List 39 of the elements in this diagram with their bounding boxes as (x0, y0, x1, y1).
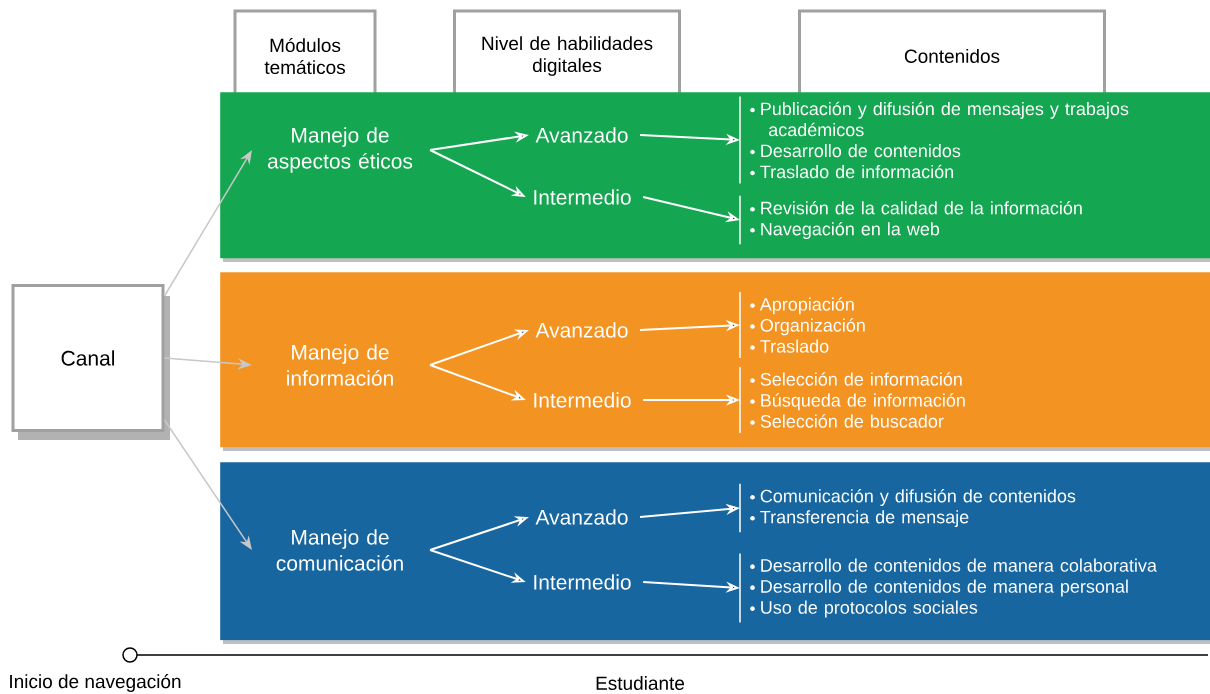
content-list: Comunicación y difusión de contenidos Transferencia de mensaje (739, 483, 1076, 533)
node-label: Desarrollo de contenidos de manera colaborativa (761, 558, 1157, 572)
content-list: Desarrollo de contenidos de manera colaborativa Desarrollo de contenidos de manera personal Uso de protocolos sociales (739, 552, 1157, 624)
node-label: Apropiación (759, 297, 854, 315)
node-label: Traslado (760, 339, 829, 353)
module-label: Manejo de información (287, 344, 393, 386)
channel-box: Canal (11, 284, 170, 440)
content-list: Revisión de la calidad de la información Navegación en la web (739, 195, 1082, 245)
level-label: Avanzado (535, 127, 628, 143)
band (220, 462, 1210, 644)
node-label: Transferencia de mensaje (760, 510, 969, 527)
level-label: Intermedio (534, 189, 631, 205)
arrow (163, 419, 252, 550)
node-label: Organización (760, 318, 865, 336)
node-label: Publicación y difusión de mensajes y trabajos académicos (761, 101, 1129, 137)
node-label: Selección de información (760, 372, 962, 386)
module-label: Manejo de comunicación (276, 529, 403, 571)
column-header: Módulos temáticos (233, 9, 377, 103)
content-list: Apropiación Organización Traslado (739, 291, 865, 359)
node-label: Desarrollo de contenidos (761, 143, 961, 158)
level-label: Intermedio (534, 392, 631, 408)
node-label: Selección de buscador (760, 414, 944, 428)
module-label: Manejo de aspectos éticos (267, 127, 413, 173)
level-label: Avanzado (535, 322, 628, 338)
node-label: Desarrollo de contenidos de manera personal (761, 579, 1128, 597)
node-label: Búsqueda de información (761, 393, 965, 411)
content-list: Selección de información Búsqueda de información Selección de buscador (739, 366, 965, 434)
band (220, 92, 1210, 262)
level-label: Avanzado (535, 509, 628, 525)
axis-label: Estudiante (596, 676, 685, 690)
node-label: Navegación en la web (761, 222, 940, 239)
column-header: Nivel de habilidades digitales (453, 9, 681, 103)
node-label: Uso de protocolos sociales (761, 600, 978, 618)
node-label: Comunicación y difusión de contenidos (760, 489, 1076, 506)
band (220, 272, 1210, 451)
level-label: Intermedio (534, 574, 631, 590)
node-label: Traslado de información (760, 164, 954, 179)
axis-label: Inicio de navegación (10, 674, 181, 692)
node-label: Revisión de la calidad de la información (761, 201, 1082, 215)
